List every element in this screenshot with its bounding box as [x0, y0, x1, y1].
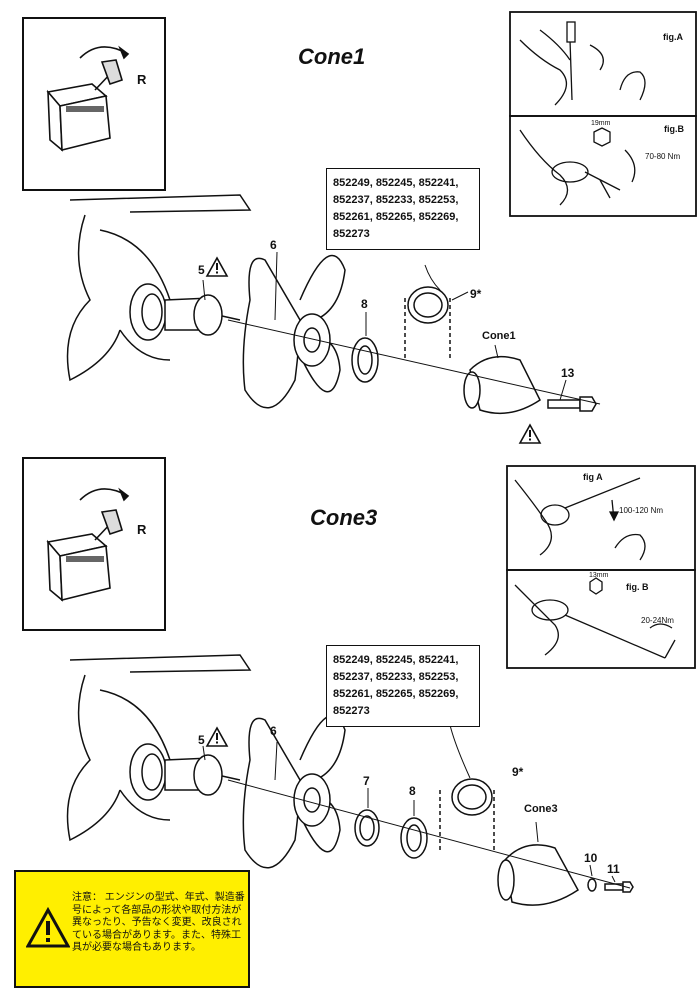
- callout-6-upper: 6: [270, 238, 277, 252]
- fig-a-torque-lower: 100-120 Nm: [619, 506, 664, 515]
- propeller-hub-lower: [66, 654, 252, 842]
- callout-7-lower: 7: [363, 774, 370, 788]
- propeller-upper: [242, 254, 346, 409]
- fig-a-label-upper: fig.A: [663, 32, 683, 42]
- callout-5-lower: 5: [198, 733, 205, 747]
- section-title-lower: Cone3: [310, 505, 378, 530]
- callout-11-lower: 11: [607, 862, 620, 876]
- cone-3-lower: [497, 844, 579, 906]
- washer-10-and-bolt-11-lower: [587, 878, 634, 893]
- callout-8-upper: 8: [361, 297, 368, 311]
- control-lever-lower: [46, 487, 130, 602]
- propeller-lower: [242, 714, 346, 869]
- callout-6-lower: 6: [270, 724, 277, 738]
- washer-7-lower: [354, 809, 380, 847]
- callout-13-upper: 13: [561, 366, 575, 380]
- control-lever-upper: [46, 45, 130, 152]
- fig-a-label-lower: fig A: [583, 472, 603, 482]
- callout-8-lower: 8: [409, 784, 416, 798]
- lever-reverse-label-lower: R: [137, 522, 147, 537]
- callout-10-lower: 10: [584, 851, 598, 865]
- part-numbers-box-upper: 852249, 852245, 852241, 852237, 852233, …: [326, 168, 480, 250]
- callout-5-upper: 5: [198, 263, 205, 277]
- warning-notice: 注意： エンジンの型式、年式、製造番号によって各部品の形状や取付方法が異なったり…: [14, 870, 250, 988]
- callout-cone1-upper: Cone1: [482, 330, 516, 342]
- fig-a-wrench-sketch-lower: [514, 477, 646, 561]
- warning-triangle-icon: [26, 906, 70, 948]
- bushing-9-lower: [439, 778, 495, 852]
- warning-text: 注意： エンジンの型式、年式、製造番号によって各部品の形状や取付方法が異なったり…: [72, 892, 245, 953]
- lever-reverse-label-upper: R: [137, 72, 147, 87]
- washer-8-lower: [400, 817, 428, 859]
- fig-b-socket-sketch-upper: [519, 127, 636, 206]
- propeller-hub-upper: [66, 194, 252, 382]
- fig-b-torque-upper: 70-80 Nm: [645, 152, 681, 161]
- fig-b-socket-size-upper: 19mm: [591, 120, 611, 127]
- bolt-13-upper: [547, 396, 597, 412]
- washer-8-upper: [351, 337, 379, 383]
- callout-9-upper: 9*: [470, 287, 482, 301]
- callout-9-lower: 9*: [512, 765, 524, 779]
- cone-1-upper: [463, 355, 541, 415]
- fig-a-wrench-sketch-upper: [519, 21, 646, 106]
- section-title-upper: Cone1: [298, 44, 366, 69]
- callout-cone3-lower: Cone3: [524, 803, 558, 815]
- bushing-9-upper: [404, 286, 451, 360]
- fig-b-label-upper: fig.B: [664, 124, 684, 134]
- fig-b-socket-size-lower: 13mm: [589, 572, 609, 579]
- fig-b-label-lower: fig. B: [626, 582, 649, 592]
- part-numbers-box-lower: 852249, 852245, 852241, 852237, 852233, …: [326, 645, 480, 727]
- fig-b-long-wrench-sketch-lower: [514, 577, 676, 659]
- fig-b-torque-lower: 20-24Nm: [641, 616, 674, 625]
